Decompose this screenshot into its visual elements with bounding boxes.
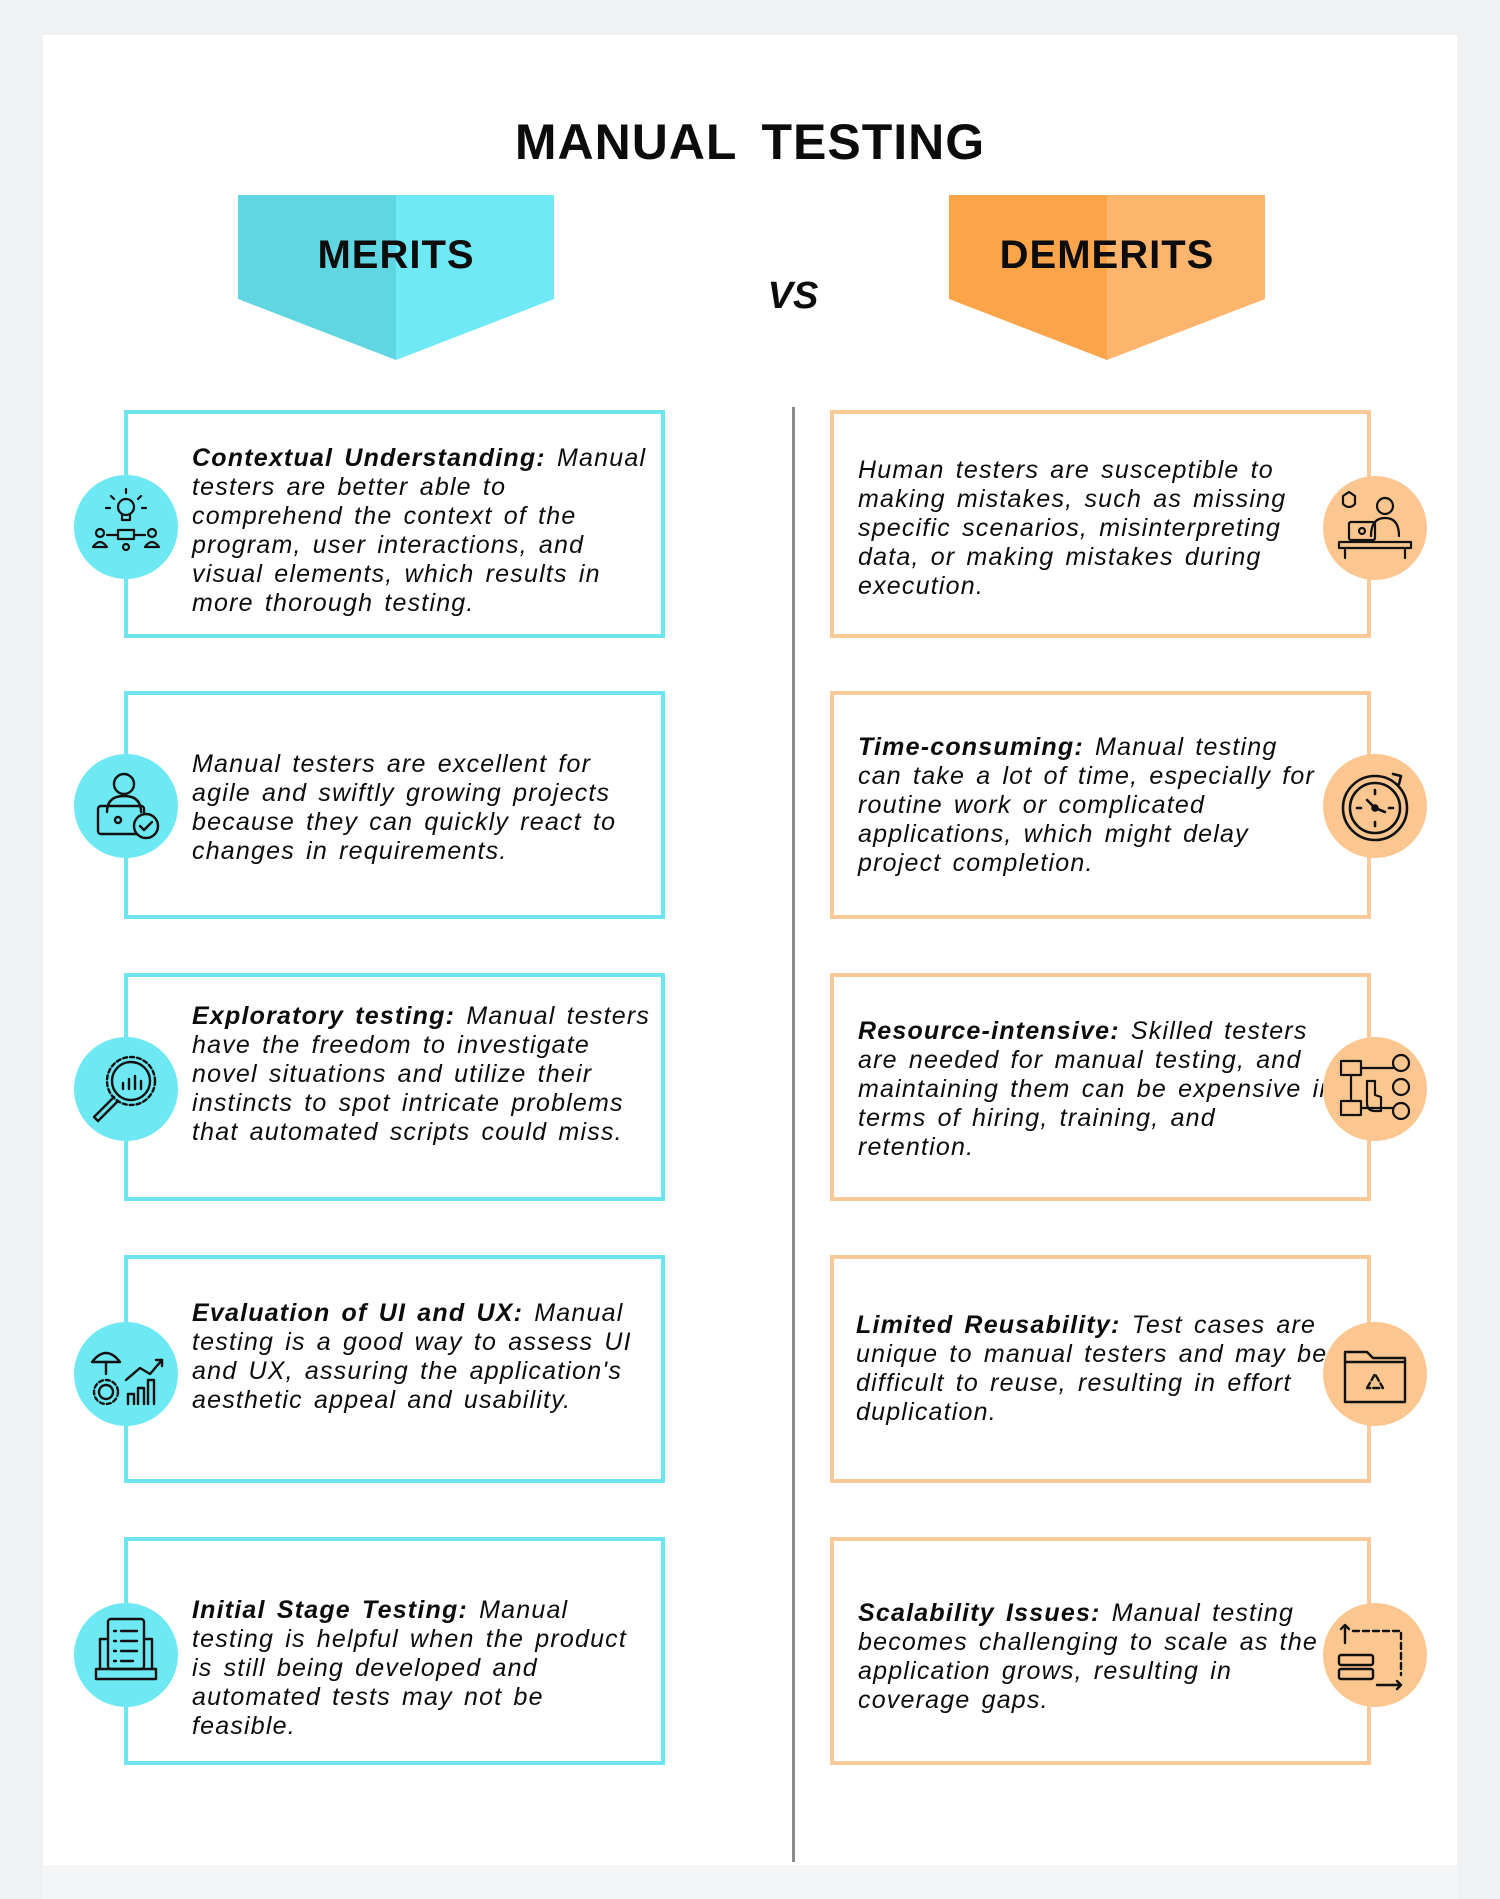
- page-title: MANUAL TESTING: [514, 114, 986, 170]
- merit-heading: Initial Stage Testing:: [192, 1596, 468, 1624]
- merit-card: Contextual Understanding: Manual testers…: [124, 410, 665, 638]
- merit-heading: Exploratory testing:: [192, 1002, 456, 1030]
- scale-storage-icon: [1323, 1603, 1427, 1707]
- merit-text: Exploratory testing: Manual testers have…: [192, 1002, 652, 1147]
- demerit-card: Resource-intensive: Skilled testers are …: [830, 973, 1371, 1201]
- footer-bar: [43, 1865, 1457, 1899]
- merit-card: Evaluation of UI and UX: Manual testing …: [124, 1255, 665, 1483]
- demerit-body: Human testers are susceptible to making …: [858, 456, 1287, 600]
- demerit-card: Time-consuming: Manual testing can take …: [830, 691, 1371, 919]
- umbrella-gear-growth-icon: [74, 1322, 178, 1426]
- demerit-card: Limited Reusability: Test cases are uniq…: [830, 1255, 1371, 1483]
- vs-label: VS: [767, 275, 819, 317]
- demerit-text: Resource-intensive: Skilled testers are …: [858, 1017, 1338, 1162]
- demerit-card: Human testers are susceptible to making …: [830, 410, 1371, 638]
- laptop-checklist-icon: [74, 1603, 178, 1707]
- demerit-text: Time-consuming: Manual testing can take …: [858, 733, 1328, 878]
- user-laptop-check-icon: [74, 754, 178, 858]
- merit-body: Manual testers are excellent for agile a…: [192, 750, 617, 865]
- demerits-label: DEMERITS: [999, 233, 1215, 277]
- folder-recycle-icon: [1323, 1322, 1427, 1426]
- demerit-text: Human testers are susceptible to making …: [858, 456, 1328, 601]
- merit-body: Manual testers have the freedom to inves…: [192, 1002, 651, 1146]
- merit-text: Contextual Understanding: Manual testers…: [192, 444, 652, 618]
- stopwatch-icon: [1323, 754, 1427, 858]
- demerit-body: Skilled testers are needed for manual te…: [858, 1017, 1335, 1161]
- demerit-card: Scalability Issues: Manual testing becom…: [830, 1537, 1371, 1765]
- demerit-text: Scalability Issues: Manual testing becom…: [858, 1599, 1338, 1715]
- demerit-text: Limited Reusability: Test cases are uniq…: [856, 1311, 1336, 1427]
- demerit-body: Manual testing can take a lot of time, e…: [858, 733, 1316, 877]
- demerit-heading: Scalability Issues:: [858, 1599, 1101, 1627]
- merit-text: Evaluation of UI and UX: Manual testing …: [192, 1299, 662, 1415]
- merits-label: MERITS: [317, 233, 475, 277]
- hand-select-people-icon: [1323, 1037, 1427, 1141]
- demerit-heading: Time-consuming:: [858, 733, 1084, 761]
- magnify-chart-icon: [74, 1037, 178, 1141]
- merit-heading: Evaluation of UI and UX:: [192, 1299, 524, 1327]
- demerit-heading: Limited Reusability:: [856, 1311, 1121, 1339]
- merit-card: Manual testers are excellent for agile a…: [124, 691, 665, 919]
- merit-body: Manual testing is helpful when the produ…: [192, 1596, 628, 1740]
- idea-team-icon: [74, 475, 178, 579]
- demerit-body: Manual testing becomes challenging to sc…: [858, 1599, 1319, 1714]
- infographic-page: MANUAL TESTING MERITS VS DEMERITS Contex…: [43, 35, 1457, 1865]
- merit-body: Manual testing is a good way to assess U…: [192, 1299, 632, 1414]
- merit-card: Exploratory testing: Manual testers have…: [124, 973, 665, 1201]
- demerit-body: Test cases are unique to manual testers …: [856, 1311, 1328, 1426]
- merit-body: Manual testers are better able to compre…: [192, 444, 647, 617]
- merit-text: Manual testers are excellent for agile a…: [192, 750, 652, 866]
- merits-banner: MERITS: [238, 195, 554, 360]
- tester-desk-bug-icon: [1323, 476, 1427, 580]
- center-divider: [792, 407, 795, 1862]
- demerits-banner: DEMERITS: [949, 195, 1265, 360]
- demerit-heading: Resource-intensive:: [858, 1017, 1120, 1045]
- merit-text: Initial Stage Testing: Manual testing is…: [192, 1596, 652, 1741]
- merit-heading: Contextual Understanding:: [192, 444, 546, 472]
- merit-card: Initial Stage Testing: Manual testing is…: [124, 1537, 665, 1765]
